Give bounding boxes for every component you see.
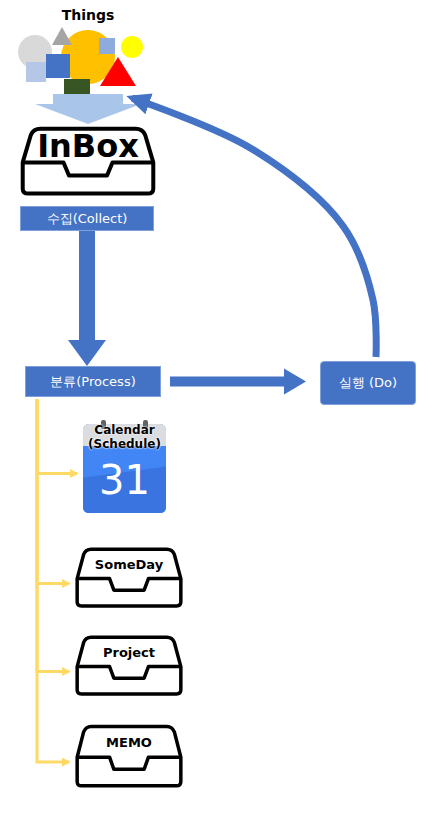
box-label: 실행 (Do) [339,374,397,392]
block-arrow [68,231,106,366]
tray-slot [77,757,181,769]
inbox-tray: SomeDay [75,545,183,608]
gray-triangle [52,27,72,45]
tray-label: MEMO [106,735,152,750]
green-rect [64,79,90,96]
tray-body [77,726,181,785]
return-arrow [132,98,376,357]
process-box: 수집(Collect) [20,206,154,231]
calendar-icon: Calendar (Schedule) 31 [83,420,166,513]
block-arrow [35,94,141,124]
block-arrow [170,369,306,395]
tray-label-area: Project [75,637,183,669]
process-box: 분류(Process) [25,366,161,397]
tray-label-area: InBox [20,128,156,164]
inbox-tray: Project [75,633,183,696]
red-triangle [100,57,136,86]
things-group: Things [0,0,176,94]
light-blue-square [99,38,115,54]
inbox-tray: InBox [20,124,156,196]
tray-slot [77,667,181,679]
tray-label-area: SomeDay [75,549,183,581]
light-square [26,62,46,82]
things-heading: Things [0,0,176,23]
calendar-title: Calendar (Schedule) [83,423,166,451]
blue-square [46,54,70,78]
branch-arrow [37,399,69,672]
tray-body [77,637,181,694]
tray-label: Project [103,645,155,660]
branch-arrow [37,399,69,584]
tray-slot [77,579,181,591]
tray-outline [75,545,183,608]
tray-outline [75,722,183,788]
process-box: 실행 (Do) [320,361,416,405]
tray-label-area: MEMO [75,726,183,759]
box-label: 수집(Collect) [47,210,128,228]
tray-label: SomeDay [95,557,163,572]
box-label: 분류(Process) [50,373,135,391]
tray-label: InBox [37,127,139,165]
branch-arrow [37,399,77,474]
yellow-circle [121,36,143,58]
branch-arrow [37,399,69,762]
tray-outline [75,633,183,696]
tray-body [77,549,181,606]
inbox-tray: MEMO [75,722,183,788]
calendar-day: 31 [83,458,166,502]
